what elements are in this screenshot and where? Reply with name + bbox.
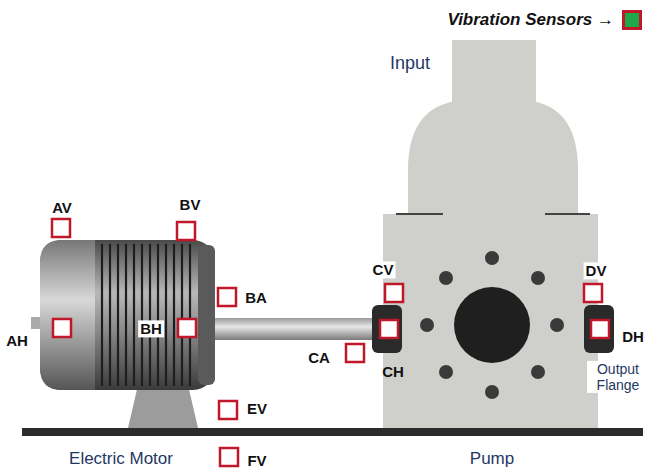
legend-text: Vibration Sensors →	[447, 10, 614, 30]
sensor-label: BA	[245, 289, 267, 306]
ground-bar	[22, 428, 643, 436]
vibration-sensors	[52, 219, 609, 466]
part-label: Output Flange	[587, 361, 649, 393]
sensor-label: DH	[622, 328, 644, 345]
sensor-label: BV	[180, 196, 201, 213]
pump-body	[372, 40, 614, 428]
sensor-label: AH	[6, 332, 28, 349]
part-label: Input	[390, 53, 430, 74]
sensor-label: CH	[382, 363, 404, 380]
shaft	[215, 318, 383, 340]
part-label: Electric Motor	[69, 449, 173, 469]
sensor-label: AV	[52, 199, 72, 216]
part-label: Pump	[470, 449, 514, 469]
sensor-swatch	[622, 10, 642, 30]
sensor-label: CA	[308, 349, 330, 366]
sensor-label: BH	[138, 320, 164, 337]
electric-motor	[31, 240, 215, 428]
sensor-label: CV	[371, 261, 396, 278]
sensor-label: DV	[584, 262, 609, 279]
legend: Vibration Sensors →	[447, 10, 642, 30]
sensor-label: FV	[247, 452, 266, 469]
sensor-label: EV	[247, 400, 267, 417]
legend-item: Vibration Sensors →	[447, 10, 642, 30]
